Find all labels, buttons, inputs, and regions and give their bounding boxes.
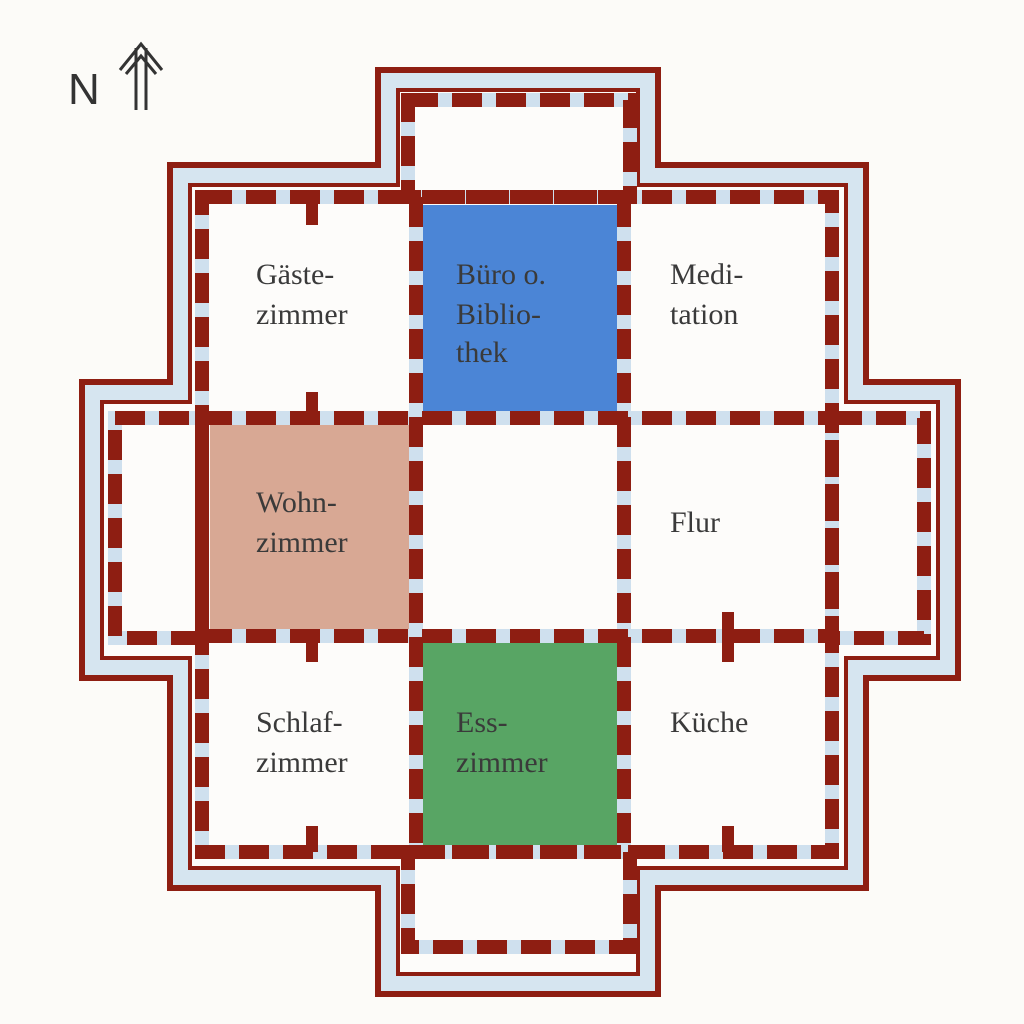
room-office-fill — [418, 205, 623, 415]
room-office-label-1: Büro o. — [456, 258, 546, 291]
room-guest-label-2: zimmer — [256, 298, 348, 331]
room-hall: Flur — [670, 506, 720, 539]
outer-wall-inner-line — [100, 88, 940, 976]
room-kitchen-label: Küche — [670, 706, 748, 739]
room-office-label-3: thek — [456, 336, 508, 369]
inner-walls — [108, 93, 931, 954]
room-office-label-2: Biblio- — [456, 298, 541, 331]
room-office: Büro o. Biblio- thek — [456, 258, 546, 369]
room-dining: Ess- zimmer — [456, 706, 548, 779]
room-guest: Gäste- zimmer — [256, 258, 348, 331]
room-living-fill — [210, 425, 415, 630]
double-arrow-up-icon — [118, 41, 164, 110]
room-living: Wohn- zimmer — [256, 486, 348, 559]
room-bedroom: Schlaf- zimmer — [256, 706, 348, 779]
room-meditation: Medi- tation — [670, 258, 743, 331]
room-dining-fill — [418, 640, 623, 845]
room-bedroom-label-1: Schlaf- — [256, 706, 343, 739]
room-living-label-2: zimmer — [256, 526, 348, 559]
room-kitchen: Küche — [670, 706, 748, 739]
room-hall-label: Flur — [670, 506, 720, 539]
room-meditation-label-2: tation — [670, 298, 738, 331]
room-guest-label-1: Gäste- — [256, 258, 334, 291]
room-bedroom-label-2: zimmer — [256, 746, 348, 779]
north-label: N — [68, 65, 100, 114]
room-dining-label-1: Ess- — [456, 706, 508, 739]
room-dining-label-2: zimmer — [456, 746, 548, 779]
room-living-label-1: Wohn- — [256, 486, 337, 519]
room-meditation-label-1: Medi- — [670, 258, 743, 291]
